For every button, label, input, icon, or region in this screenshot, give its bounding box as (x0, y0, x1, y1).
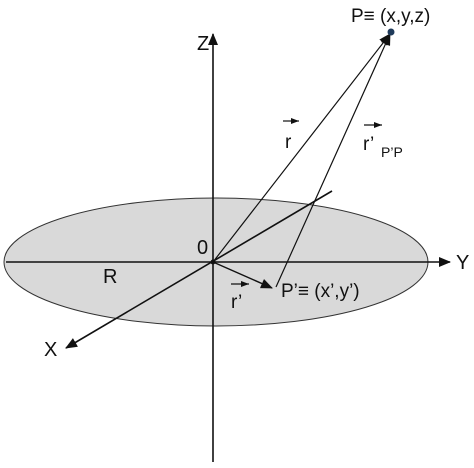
point-p-label: P≡ (x,y,z) (351, 6, 430, 27)
vector-r-pp (275, 33, 391, 288)
x-axis (65, 190, 333, 349)
vector-r-label: r (285, 132, 292, 153)
vector-r-prime (212, 261, 273, 289)
y-axis-label: Y (456, 252, 469, 274)
vector-r (212, 33, 391, 263)
vector-r-pp-subscript: P’P (381, 144, 403, 160)
vector-r-pp-label: r’ (363, 134, 374, 155)
origin-label: 0 (197, 237, 208, 259)
origin-marker (210, 259, 216, 265)
point-p-marker (387, 28, 395, 36)
x-axis-label: X (44, 339, 57, 361)
vector-r-prime-label: r’ (231, 292, 242, 313)
point-p-prime-label: P’≡ (x’,y’) (281, 281, 360, 302)
radius-label: R (103, 266, 117, 288)
z-axis-label: Z (197, 33, 209, 55)
